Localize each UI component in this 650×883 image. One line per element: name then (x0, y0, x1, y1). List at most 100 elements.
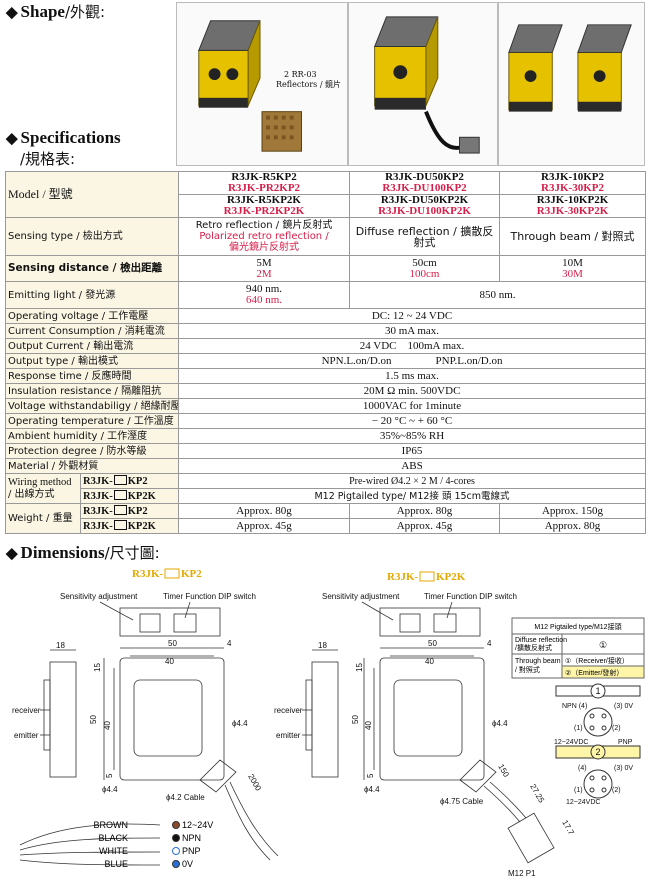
wire-dot (172, 834, 180, 842)
cable-left-label: ϕ4.2 Cable (166, 793, 205, 802)
table-row: Material / 外觀材質 ABS (4, 458, 647, 474)
dim-40-left: 40 (165, 657, 174, 666)
wiring-label: Wiring method/ 出線方式 (5, 473, 81, 504)
row-value: 24 VDC 100mA max. (178, 338, 647, 354)
wiring-kp2-value: Pre-wired Ø4.2 × 2 M / 4-cores (178, 473, 647, 489)
m12-pin-table: M12 Pigtailed type/M12接頭 Diffuse reflect… (511, 617, 645, 679)
m12-through-cn: / 對照式 (515, 665, 540, 674)
pin2-num: 2 (595, 747, 600, 757)
wire-dot (172, 847, 180, 855)
row-label: Insulation resistance / 隔離阻抗 (8, 385, 162, 397)
receiver-label-left: receiver (12, 706, 41, 715)
dim-50v-right: 50 (351, 715, 360, 724)
dim-40v-left: 40 (103, 721, 112, 730)
dim-2725: 27.25 (528, 783, 546, 805)
emitting-light-col1: 940 nm.640 nm. (178, 281, 351, 309)
wire-func: PNP (182, 846, 201, 856)
row-label: Output Current / 輸出電流 (8, 340, 134, 352)
dim-2000: 2000 (246, 773, 263, 793)
dim-4-left: 4 (227, 639, 232, 648)
pin1-p2: (2) (612, 725, 621, 732)
wiring-kp2k-label: R3JK-KP2K (79, 488, 180, 504)
dim-5-right: 5 (366, 773, 375, 778)
pin1-npn: NPN (4) (562, 703, 587, 710)
wire-name: BLUE (104, 859, 128, 869)
receiver-label-right: receiver (274, 706, 303, 715)
wire-func: 0V (182, 859, 193, 869)
row-value: 30 mA max. (178, 323, 647, 339)
sensing-type-label: Sensing type / 檢出方式 (8, 231, 123, 242)
dim-44-right-b: ϕ4.4 (364, 785, 380, 794)
wire-dot (172, 860, 180, 868)
wire-func: 12~24V (182, 820, 213, 830)
pin1-vdc: 12~24VDC (554, 739, 588, 746)
wire-legend: BROWN 12~24V BLACK NPN WHITE PNP BLUE 0V (94, 820, 214, 869)
photo-diffuse (348, 2, 498, 166)
wire-name: BROWN (94, 820, 129, 830)
m12-receiver-tag: ①（Receiver/接收） (565, 656, 629, 665)
weight-value: Approx. 45g (349, 518, 501, 534)
row-wiring: Wiring method/ 出線方式 R3JK-KP2 Pre-wired Ø… (5, 473, 647, 504)
emitter-label-right: emitter (276, 731, 301, 740)
row-label: Output type / 輸出模式 (8, 355, 118, 367)
table-row: Output Current / 輸出電流 24 VDC 100mA max. (4, 338, 647, 354)
pin1-pnp: PNP (618, 739, 633, 746)
row-label: Material / 外觀材質 (8, 460, 99, 472)
row-value: − 20 °C ~ + 60 °C (178, 413, 647, 429)
pin2-vdc: 12~24VDC (566, 799, 600, 806)
row-label: Protection degree / 防水等級 (8, 445, 147, 457)
dim-44-right-a: ϕ4.4 (492, 719, 508, 728)
row-value: ABS (178, 458, 647, 474)
table-row: Current Consumption / 消耗電流 30 mA max. (4, 323, 647, 339)
emitting-light-col23: 850 nm. (349, 281, 647, 309)
pin2-p4: (4) (578, 765, 587, 772)
wiring-kp2k-value: M12 Pigtailed type/ M12接 頭 15cm電線式 (178, 488, 647, 504)
weight-value: Approx. 80g (349, 503, 501, 519)
pin-diagram-1: 1 NPN (4) (3) 0V (1) (2) 12~24VDC PNP (554, 683, 641, 746)
sensitivity-label-right: Sensitivity adjustment (322, 592, 400, 601)
m12-emitter-tag: ②（Emitter/發射） (565, 668, 623, 677)
shape-heading: ◆Shape/外觀: (6, 2, 106, 21)
pin-diagram-2: 2 (4) (3) 0V (1) (2) 12~24VDC (555, 744, 641, 806)
wire-func: NPN (182, 833, 201, 843)
model-label: Model / 型號 (8, 187, 73, 201)
dim-40v-right: 40 (364, 721, 373, 730)
weight-value: Approx. 80g (499, 518, 647, 534)
dimension-drawings: R3JK- KP2 R3JK- KP2K Sensitivity adjustm… (0, 560, 650, 883)
dim-15-left: 15 (93, 663, 102, 672)
dim-44-left-b: ϕ4.4 (102, 785, 118, 794)
m12-label: M12 P1 (508, 869, 536, 878)
specs-heading: ◆Specifications /規格表: (6, 128, 121, 168)
left-title-suffix: KP2 (181, 568, 202, 580)
weight-value: Approx. 150g (499, 503, 647, 519)
photo-through-beam (498, 2, 645, 166)
sensing-type-col3: Through beam / 對照式 (499, 217, 647, 256)
m12-diffuse-cn: /擴散反射式 (515, 643, 552, 652)
row-weight: Weight / 重量 R3JK-KP2 Approx. 80g Approx.… (5, 503, 647, 534)
row-value: 1.5 ms max. (178, 368, 647, 384)
dim-18-left: 18 (56, 641, 65, 650)
right-title: R3JK- (387, 571, 419, 583)
wiring-kp2-label: R3JK-KP2 (79, 473, 180, 489)
row-emitting-light: Emitting light / 發光源 940 nm.640 nm. 850 … (4, 281, 647, 309)
row-sensing-type: Sensing type / 檢出方式 Retro reflection / 鏡… (4, 217, 647, 256)
row-label: Current Consumption / 消耗電流 (8, 325, 165, 337)
pin1-num: 1 (595, 686, 600, 696)
cable-right-label: ϕ4.75 Cable (440, 797, 484, 806)
dim-50v-left: 50 (89, 715, 98, 724)
dim-18-right: 18 (318, 641, 327, 650)
sensitivity-label-left: Sensitivity adjustment (60, 592, 138, 601)
row-value: 1000VAC for 1minute (178, 398, 647, 414)
